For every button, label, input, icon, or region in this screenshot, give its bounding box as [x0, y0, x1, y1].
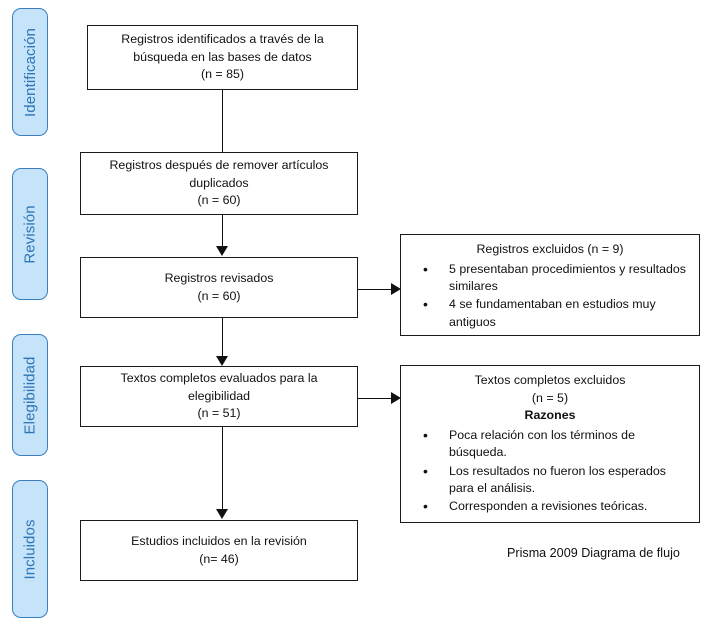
stage-label-elegibilidad: Elegibilidad: [21, 356, 39, 434]
node-line: (n = 51): [197, 406, 241, 421]
fulltext-excluded-heading-title: Textos completos excluidos: [474, 373, 626, 387]
connector-identified-to-duplicates: [222, 90, 223, 152]
node-line: (n = 85): [200, 67, 245, 82]
arrowhead-screened-to-records-excluded: [391, 283, 401, 295]
stage-pill-identificacion: Identificación: [12, 8, 48, 136]
node-line: búsqueda en las bases de datos: [133, 49, 312, 64]
node-line: Registros después de remover artículos: [109, 158, 329, 173]
stage-label-incluidos: Incluidos: [21, 518, 39, 580]
node-studies-included: Estudios incluidos en la revisión (n= 46…: [80, 520, 358, 581]
stage-label-identificacion: Identificación: [21, 27, 39, 117]
list-item: Corresponden a revisiones teóricas.: [423, 497, 691, 517]
node-records-identified: Registros identificados a través de la b…: [87, 25, 358, 90]
records-excluded-heading: Registros excluidos (n = 9): [476, 242, 624, 256]
node-line: Registros revisados: [164, 270, 274, 285]
node-records-excluded: Registros excluidos (n = 9) 5 presentaba…: [400, 234, 700, 336]
connector-eligibility-to-included: [222, 427, 223, 510]
node-records-screened: Registros revisados (n = 60): [80, 257, 358, 318]
node-line: Textos completos evaluados para la: [120, 371, 318, 386]
node-line: duplicados: [189, 175, 249, 190]
stage-pill-revision: Revisión: [12, 168, 48, 300]
connector-screened-to-records-excluded: [357, 289, 393, 290]
fulltext-excluded-heading-count: (n = 5): [531, 390, 569, 405]
node-fulltext-assessed: Textos completos evaluados para la elegi…: [80, 366, 358, 427]
connector-screened-to-eligibility: [222, 318, 223, 357]
node-line: (n = 60): [197, 193, 241, 208]
list-item: 5 presentaban procedimientos y resultado…: [423, 260, 691, 296]
diagram-caption: Prisma 2009 Diagrama de flujo: [507, 546, 680, 560]
list-item: Los resultados no fueron los esperados p…: [423, 462, 691, 498]
fulltext-excluded-list: Poca relación con los términos de búsque…: [401, 426, 699, 517]
records-excluded-list: 5 presentaban procedimientos y resultado…: [401, 260, 699, 332]
stage-label-revision: Revisión: [21, 204, 39, 264]
arrowhead-screened-to-eligibility: [216, 356, 228, 366]
node-line: elegibilidad: [187, 388, 250, 403]
connector-eligibility-to-fulltext-excluded: [357, 398, 393, 399]
list-item: Poca relación con los términos de búsque…: [423, 426, 691, 462]
arrowhead-eligibility-to-included: [216, 509, 228, 519]
node-line: Estudios incluidos en la revisión: [131, 533, 307, 548]
node-records-after-duplicates: Registros después de remover artículos d…: [80, 152, 358, 215]
connector-duplicates-to-screened: [222, 215, 223, 248]
stage-pill-elegibilidad: Elegibilidad: [12, 334, 48, 456]
stage-pill-incluidos: Incluidos: [12, 480, 48, 618]
node-fulltext-excluded: Textos completos excluidos (n = 5) Razon…: [400, 365, 700, 523]
arrowhead-duplicates-to-screened: [216, 246, 228, 256]
node-line: (n= 46): [199, 551, 239, 566]
fulltext-excluded-heading-reasons: Razones: [524, 408, 576, 423]
node-line: Registros identificados a través de la: [121, 32, 324, 47]
arrowhead-eligibility-to-fulltext-excluded: [391, 392, 401, 404]
list-item: 4 se fundamentaban en estudios muy antig…: [423, 295, 691, 331]
node-line: (n = 60): [197, 288, 241, 303]
